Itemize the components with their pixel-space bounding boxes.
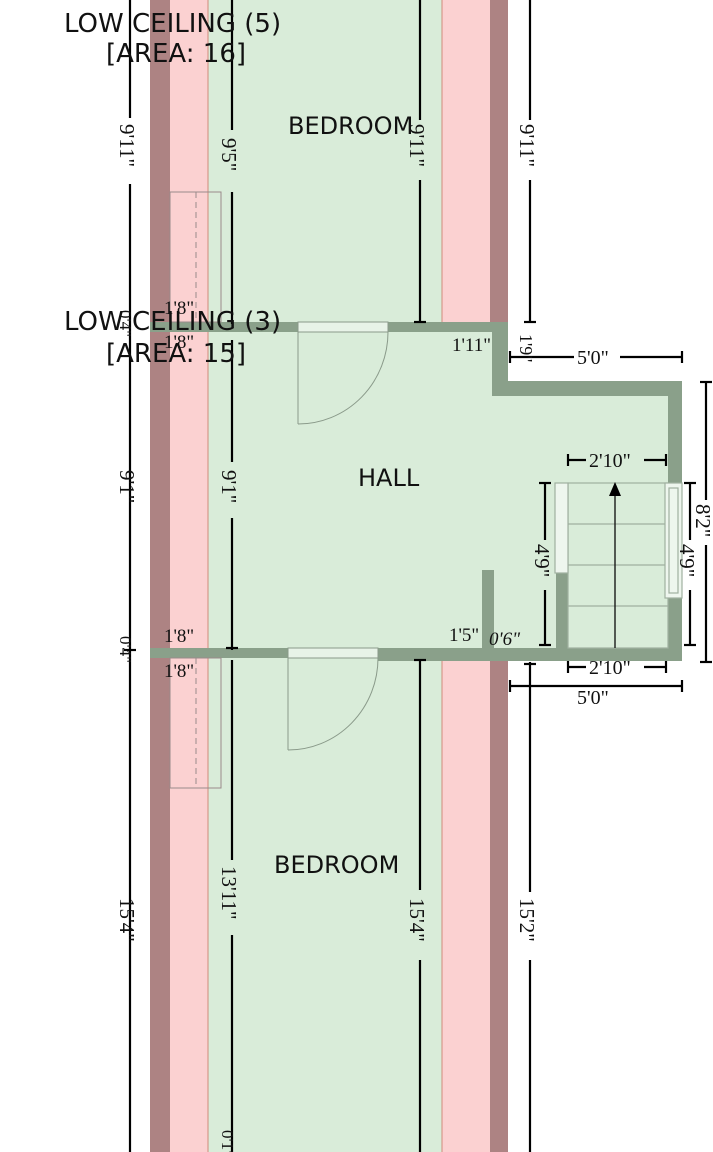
bedroom-bottom-floor: [208, 658, 442, 1152]
dim-stair-width-bot: 2'10": [589, 657, 631, 679]
door-hall-top[interactable]: [297, 321, 389, 425]
dim-left-mid: 9'1": [217, 470, 241, 503]
low-ceiling-top-line1: LOW CEILING (5): [64, 9, 281, 39]
room-label-bedroom-bottom: BEDROOM: [274, 851, 399, 879]
dim-stair-width-top: 2'10": [589, 450, 631, 472]
interior-walls: [150, 322, 682, 661]
dim-left-top: 9'5": [217, 138, 241, 171]
dim-right-top: 9'11": [515, 124, 539, 167]
dim-hall-corner-b: 0'6": [489, 629, 521, 650]
roof-window-bottom: [169, 657, 222, 789]
outer-wall-right-bottom: [490, 658, 508, 1152]
low-ceiling-strip-right-top: [442, 0, 490, 322]
dim-hall-step: 1'11": [452, 335, 491, 356]
stair-direction-arrow: [609, 482, 621, 496]
dim-outer-top: 9'11": [115, 124, 139, 167]
dim-outer-mid: 9'1": [115, 470, 139, 503]
low-ceiling-strip-right-bottom: [442, 658, 490, 1152]
dim-hall-width-top: 5'0": [577, 347, 609, 369]
dim-small-bot: 0'4": [116, 636, 135, 663]
hall-floor: [208, 332, 668, 648]
room-label-bedroom-top: BEDROOM: [288, 112, 413, 140]
dim-stair-inner-right: 4'9": [675, 544, 699, 577]
outer-wall-left: [150, 0, 170, 1152]
outer-wall-right-top: [490, 0, 508, 322]
dim-stair-inner-left: 4'9": [530, 544, 554, 577]
staircase: [554, 482, 683, 649]
dim-right-bot: 15'2": [515, 898, 539, 942]
dim-wall-top-b: 1'8": [164, 332, 194, 353]
dim-hall-step-h: 1'9": [516, 334, 536, 363]
dim-hall-width-bot: 5'0": [577, 687, 609, 709]
dimension-ticks: [124, 320, 712, 692]
low-ceiling-strip-left: [170, 0, 208, 1152]
low-ceiling-mid-line1: LOW CEILING (3): [64, 307, 281, 337]
low-ceiling-top-line2: [AREA: 16]: [106, 39, 246, 69]
dim-left-bot: 13'11": [217, 866, 241, 920]
dim-wall-bot-a: 1'8": [164, 626, 194, 647]
dim-outer-bot: 15'4": [115, 898, 139, 942]
bedroom-top-floor: [208, 0, 442, 322]
room-label-hall: HALL: [358, 464, 420, 492]
dim-hall-corner-a: 1'5": [449, 625, 479, 646]
dim-inner-top: 9'11": [405, 124, 429, 167]
door-hall-bottom[interactable]: [287, 647, 379, 751]
dim-small-top: 0'4": [116, 310, 135, 337]
wall-top-left-segment: [150, 322, 208, 332]
dimension-lines: [128, 0, 708, 1152]
low-ceiling-mid-line2: [AREA: 15]: [106, 339, 246, 369]
dim-stair-height: 8'2": [691, 504, 713, 537]
dim-wall-bot-b: 1'8": [164, 661, 194, 682]
roof-window-top: [169, 191, 222, 323]
dim-inner-bot: 15'4": [405, 898, 429, 942]
dim-bottom-cut: 0'1": [218, 1130, 237, 1152]
dim-wall-top-a: 1'8": [164, 298, 194, 319]
